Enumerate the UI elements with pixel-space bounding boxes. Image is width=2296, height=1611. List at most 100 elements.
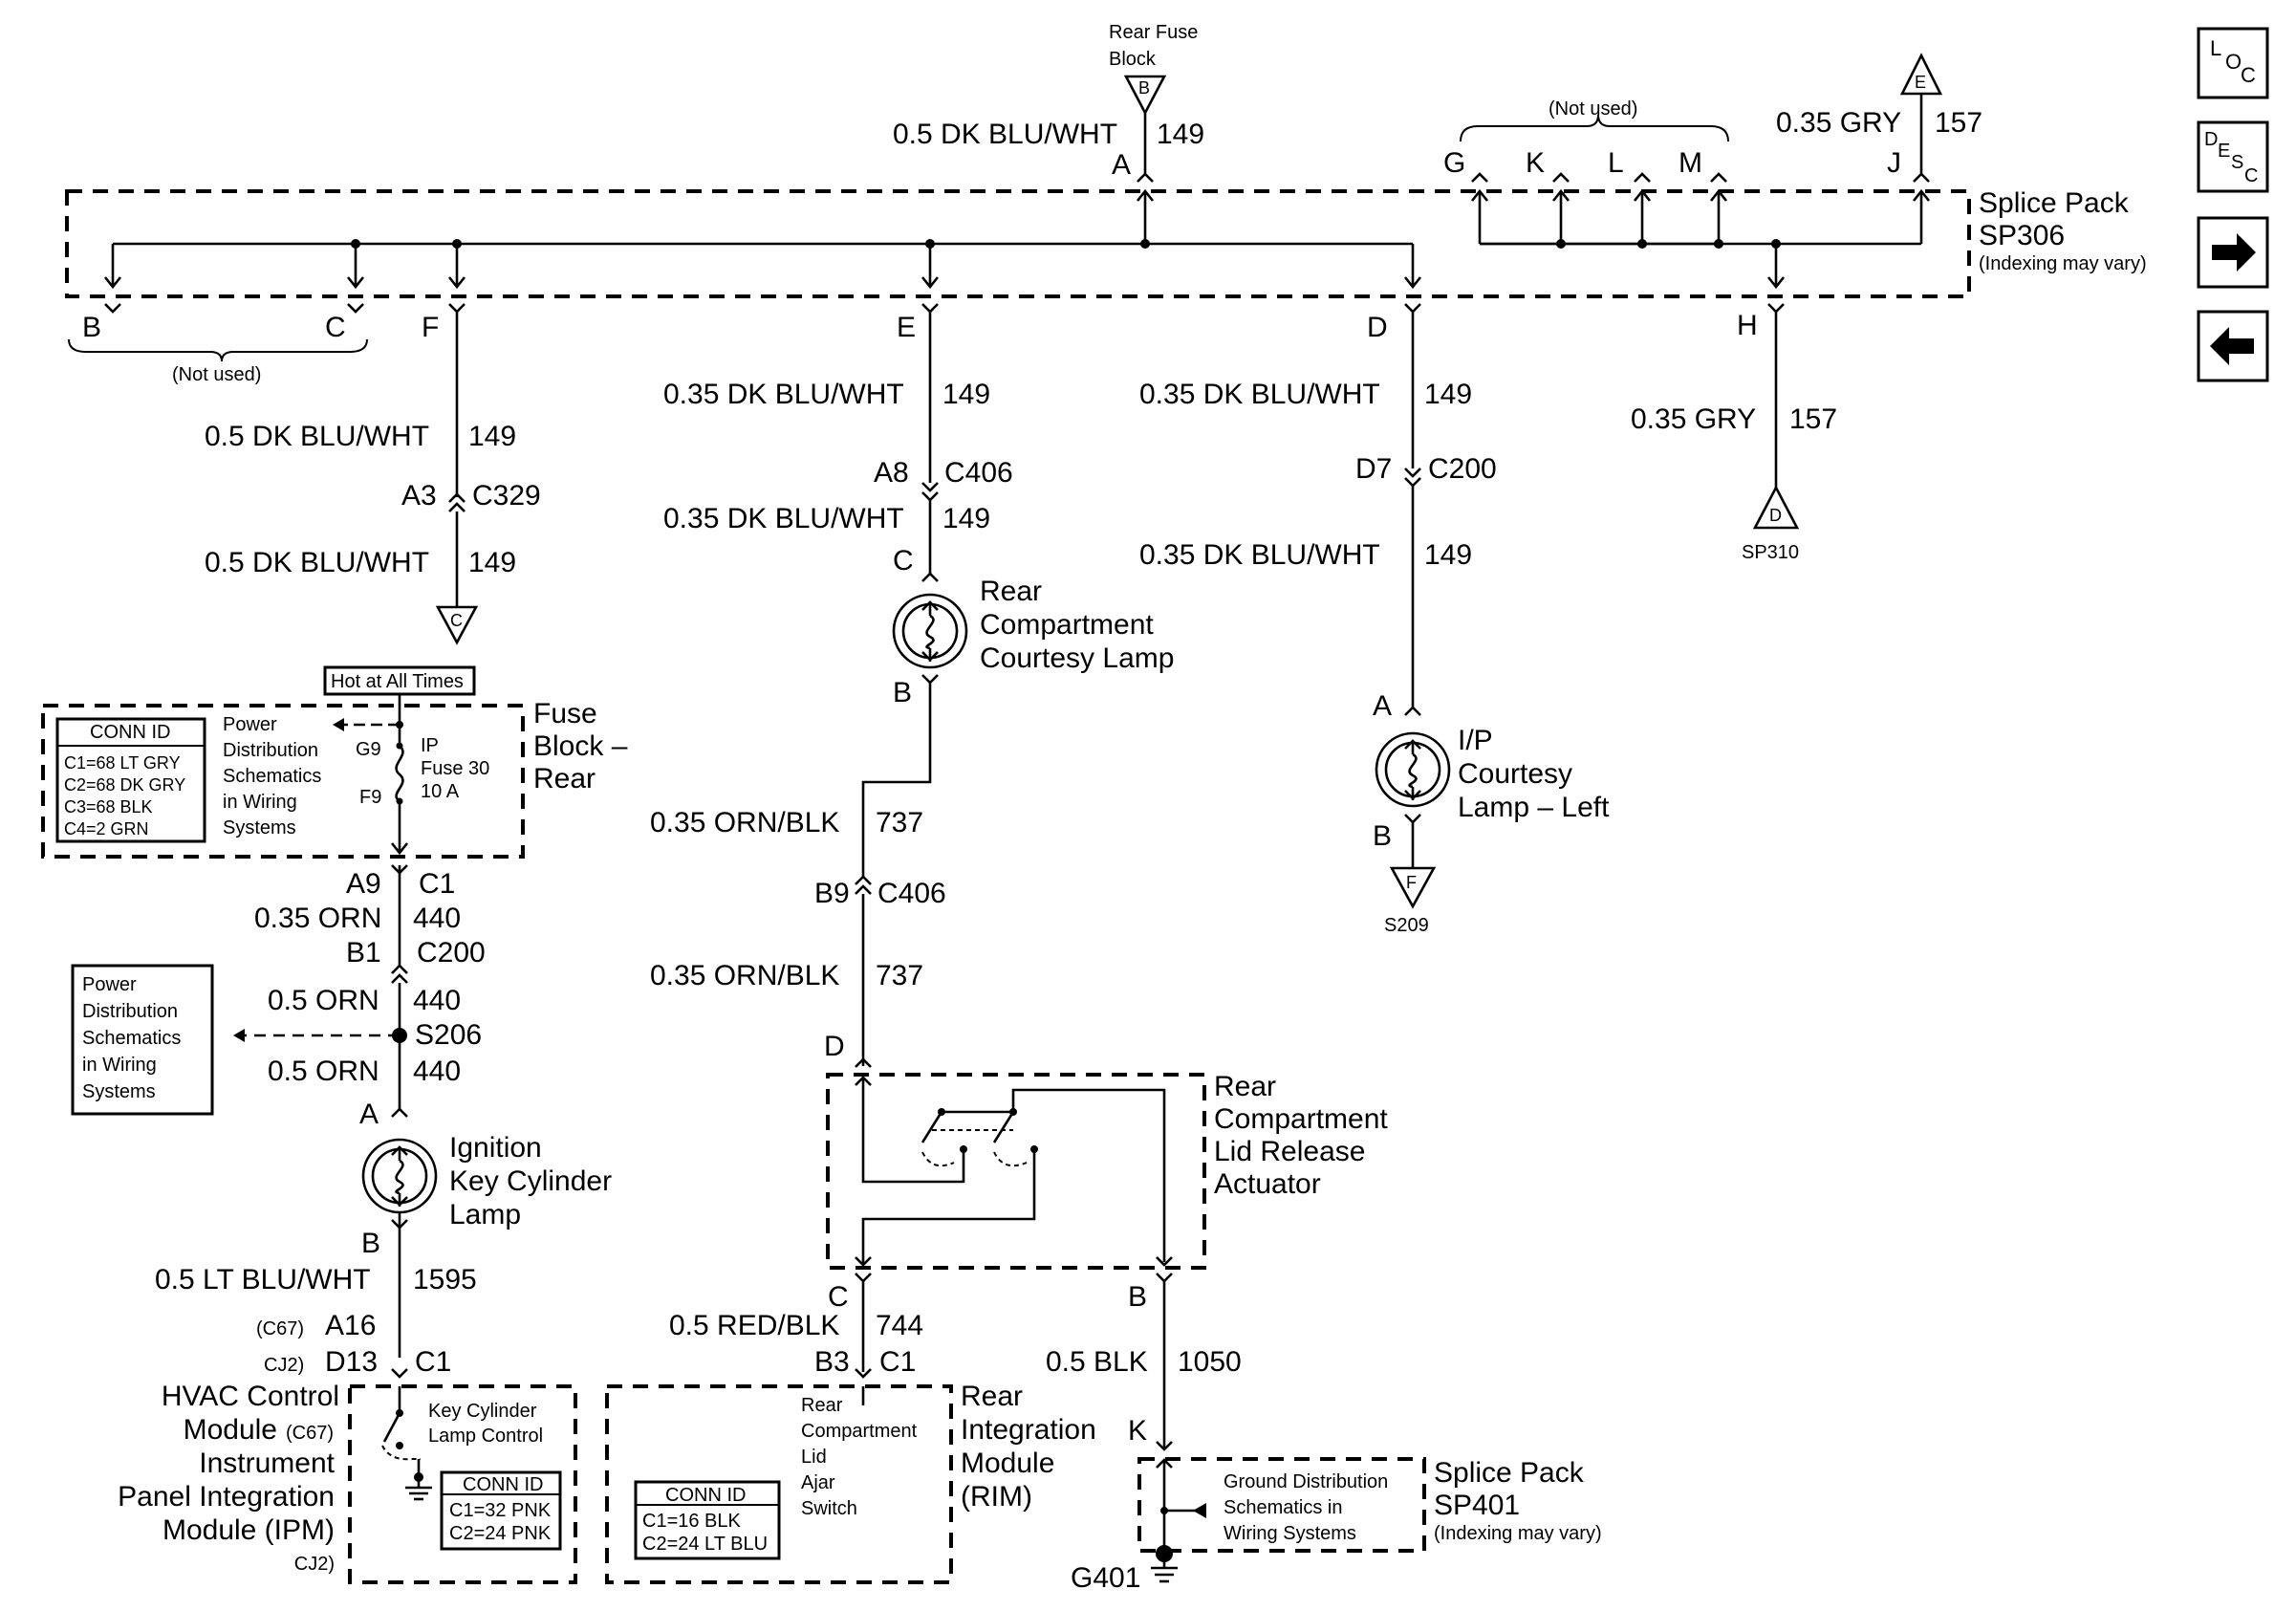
ign-w2-num: 440: [413, 985, 461, 1016]
splice-pack-sp401: Ground Distribution Schematics in Wiring…: [1071, 1457, 1602, 1594]
gry-top-label: 0.35 GRY: [1776, 107, 1901, 139]
desc-button[interactable]: D E S C: [2197, 120, 2269, 193]
hvac-line-5: Module (IPM): [162, 1514, 335, 1546]
rim-switch-2: Compartment: [801, 1421, 918, 1442]
sp401-title-2: SP401: [1434, 1490, 1520, 1521]
act-w2-num: 1050: [1178, 1346, 1242, 1378]
sp401-gd-3: Wiring Systems: [1224, 1523, 1356, 1544]
ign-pd-2: Distribution: [82, 1001, 178, 1022]
splice-title-2: SP306: [1979, 220, 2065, 251]
rim-title-4: (RIM): [961, 1481, 1032, 1513]
sp401-gd-2: Schematics in: [1224, 1497, 1343, 1518]
pin-b-label: B: [82, 312, 101, 343]
rim-connid-2: C2=24 LT BLU: [642, 1534, 768, 1555]
pin-c-label: C: [325, 312, 346, 343]
fuse-connid-3: C3=68 BLK: [64, 797, 153, 816]
ctr-a8: A8: [874, 457, 909, 489]
wire-149-top-label: 0.5 DK BLU/WHT: [893, 119, 1117, 150]
arrow-left-icon: [2210, 327, 2254, 365]
fuse-pd-3: Schematics: [223, 766, 321, 787]
ign-pd-3: Schematics: [82, 1028, 181, 1049]
left-w2-label: 0.5 DK BLU/WHT: [205, 547, 429, 578]
ctr-w4-label: 0.35 ORN/BLK: [650, 960, 839, 991]
ctr-lamp-3: Courtesy Lamp: [980, 642, 1174, 674]
desc-d: D: [2204, 129, 2218, 150]
ign-pd-1: Power: [82, 974, 137, 995]
rim-title-2: Integration: [961, 1414, 1096, 1446]
fuse-label-3: 10 A: [421, 781, 460, 802]
ign-splice: S206: [415, 1019, 482, 1051]
rd-c200: C200: [1428, 453, 1497, 485]
ign-c67: (C67): [256, 1318, 304, 1339]
rh-w-label: 0.35 GRY: [1631, 403, 1756, 435]
ctr-w1-label: 0.35 DK BLU/WHT: [663, 379, 904, 410]
splice-title-1: Splice Pack: [1979, 187, 2130, 219]
splice-pack-sp306: Splice Pack SP306 (Indexing may vary) B …: [65, 172, 2147, 385]
ign-w4-label: 0.5 LT BLU/WHT: [155, 1264, 371, 1295]
fuse-connid-2: C2=68 DK GRY: [64, 775, 185, 795]
rd-w1-num: 149: [1424, 379, 1472, 410]
loc-c: C: [2241, 63, 2256, 87]
fuse-pd-1: Power: [223, 714, 277, 735]
hvac-switch-1: Key Cylinder: [428, 1401, 537, 1422]
hvac-connid-1: C1=32 PNK: [449, 1500, 552, 1521]
ctr-c406: C406: [944, 457, 1013, 489]
hvac-connid-title: CONN ID: [463, 1474, 543, 1495]
rd-w1-label: 0.35 DK BLU/WHT: [1139, 379, 1380, 410]
ignition-key-branch: A9 C1 0.35 ORN 440 B1 C200 0.5 ORN 440 S…: [71, 864, 612, 1379]
hot-at-all-times: Hot at All Times: [331, 671, 464, 692]
rim-switch-1: Rear: [801, 1395, 843, 1416]
rd-pin-a: A: [1373, 690, 1392, 722]
rd-lamp-1: I/P: [1458, 725, 1493, 756]
loc-button[interactable]: L O C: [2197, 27, 2269, 99]
ctr-lamp-2: Compartment: [980, 609, 1154, 641]
rim-connid-title: CONN ID: [665, 1485, 746, 1506]
left-conn-name: C329: [472, 480, 541, 512]
right-branch-h: 0.35 GRY 157 D SP310: [1631, 312, 1837, 563]
rd-lamp-3: Lamp – Left: [1458, 792, 1610, 823]
pin-d-label: D: [1367, 312, 1388, 343]
ign-w1-num: 440: [413, 903, 461, 934]
fuse-title-3: Rear: [533, 763, 596, 795]
rd-w2-label: 0.35 DK BLU/WHT: [1139, 539, 1380, 571]
prev-page-button[interactable]: [2197, 310, 2269, 382]
rh-d-ref: D: [1769, 506, 1782, 525]
act-title-2: Compartment: [1214, 1103, 1388, 1135]
left-w2-num: 149: [468, 547, 516, 578]
pin-j: J: [1887, 147, 1901, 179]
wire-149-top-num: 149: [1157, 119, 1204, 150]
rear-fuse-ref: B: [1138, 78, 1150, 98]
rim-switch-4: Ajar: [801, 1472, 835, 1493]
fuse-label-1: IP: [421, 735, 439, 756]
next-page-button[interactable]: [2197, 216, 2269, 289]
ign-lamp-3: Lamp: [449, 1199, 521, 1230]
ctr-w1-num: 149: [942, 379, 990, 410]
rear-fuse-input: Rear Fuse Block B 0.5 DK BLU/WHT 149 A (…: [893, 22, 1982, 181]
gry-top-num: 157: [1935, 107, 1982, 139]
loc-l: L: [2210, 36, 2221, 60]
fuse-label-2: Fuse 30: [421, 758, 489, 779]
hvac-connid-2: C2=24 PNK: [449, 1523, 552, 1544]
act-pin-c: C: [828, 1281, 849, 1313]
fuse-title-1: Fuse: [533, 698, 597, 729]
hvac-switch-2: Lamp Control: [428, 1426, 543, 1447]
not-used-bottom: (Not used): [172, 364, 261, 385]
ctr-w2-label: 0.35 DK BLU/WHT: [663, 503, 904, 534]
rim-switch-5: Switch: [801, 1498, 857, 1519]
loc-o: O: [2225, 50, 2242, 74]
pin-a-top: A: [1112, 149, 1131, 181]
act-title-4: Actuator: [1214, 1168, 1321, 1200]
fuse-pd-5: Systems: [223, 817, 296, 838]
pin-h-label: H: [1737, 310, 1758, 341]
rd-splice: S209: [1384, 915, 1429, 936]
rh-w-num: 157: [1789, 403, 1837, 435]
ctr-pin-d: D: [824, 1031, 845, 1062]
pin-e-label: E: [897, 312, 916, 343]
rim-switch-3: Lid: [801, 1447, 827, 1468]
ign-lamp-1: Ignition: [449, 1132, 542, 1164]
ign-a9: A9: [346, 868, 381, 900]
hvac-control-module: HVAC Control Module (C67) Instrument Pan…: [118, 1381, 577, 1584]
lid-release-actuator: Rear Compartment Lid Release Actuator C …: [669, 1071, 1388, 1451]
fuse-connid-title: CONN ID: [90, 722, 170, 743]
hvac-line-1: HVAC Control: [162, 1381, 339, 1412]
